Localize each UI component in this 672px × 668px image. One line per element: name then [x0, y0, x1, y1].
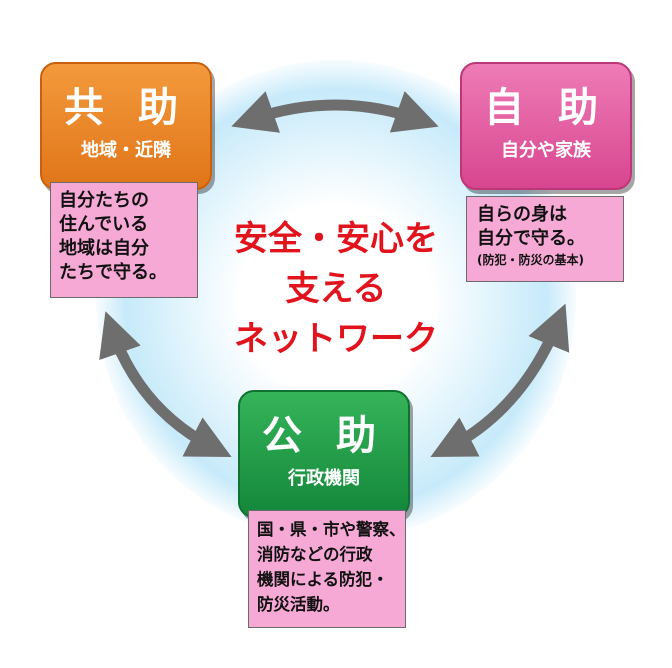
center-line-1: 安全・安心を: [234, 219, 438, 259]
arrow-kyojo-jijo: [231, 91, 439, 133]
kojo-note-line: 国・県・市や警察、: [257, 520, 406, 539]
kojo-note-line: 防災活動。: [257, 595, 340, 614]
jijo-note: 自らの身は 自分で守る。 (防犯・防災の基本): [466, 196, 624, 282]
kyojo-note-line: たちで守る。: [59, 262, 167, 283]
kyojo-note: 自分たちの 住んでいる 地域は自分 たちで守る。: [50, 182, 198, 298]
kyojo-title: 共 助: [64, 85, 188, 131]
kojo-box: 公 助 行政機関: [238, 390, 410, 518]
arrow-kyojo-kojo: [99, 311, 232, 458]
center-message: 安全・安心を 支える ネットワーク: [190, 214, 482, 364]
kyojo-note-line: 地域は自分: [59, 238, 149, 259]
kojo-note-line: 消防などの行政: [257, 545, 373, 564]
kojo-note-line: 機関による防犯・: [257, 570, 389, 589]
center-line-2: 支える: [285, 269, 387, 309]
kyojo-subtitle: 地域・近隣: [81, 140, 171, 161]
kojo-subtitle: 行政機関: [288, 468, 360, 489]
jijo-note-line: 自らの身は: [477, 204, 567, 225]
kyojo-note-line: 自分たちの: [59, 190, 149, 211]
center-line-3: ネットワーク: [234, 319, 438, 359]
arrow-jijo-kojo: [430, 303, 570, 458]
kyojo-box: 共 助 地域・近隣: [40, 62, 212, 190]
kyojo-note-line: 住んでいる: [59, 214, 149, 235]
jijo-title: 自 助: [484, 85, 608, 131]
jijo-note-line: 自分で守る。: [477, 228, 585, 249]
jijo-subtitle: 自分や家族: [501, 140, 591, 161]
jijo-note-small: (防犯・防災の基本): [477, 253, 584, 267]
kojo-note: 国・県・市や警察、 消防などの行政 機関による防犯・ 防災活動。: [248, 510, 406, 628]
jijo-box: 自 助 自分や家族: [460, 62, 632, 190]
kojo-title: 公 助: [262, 413, 386, 459]
